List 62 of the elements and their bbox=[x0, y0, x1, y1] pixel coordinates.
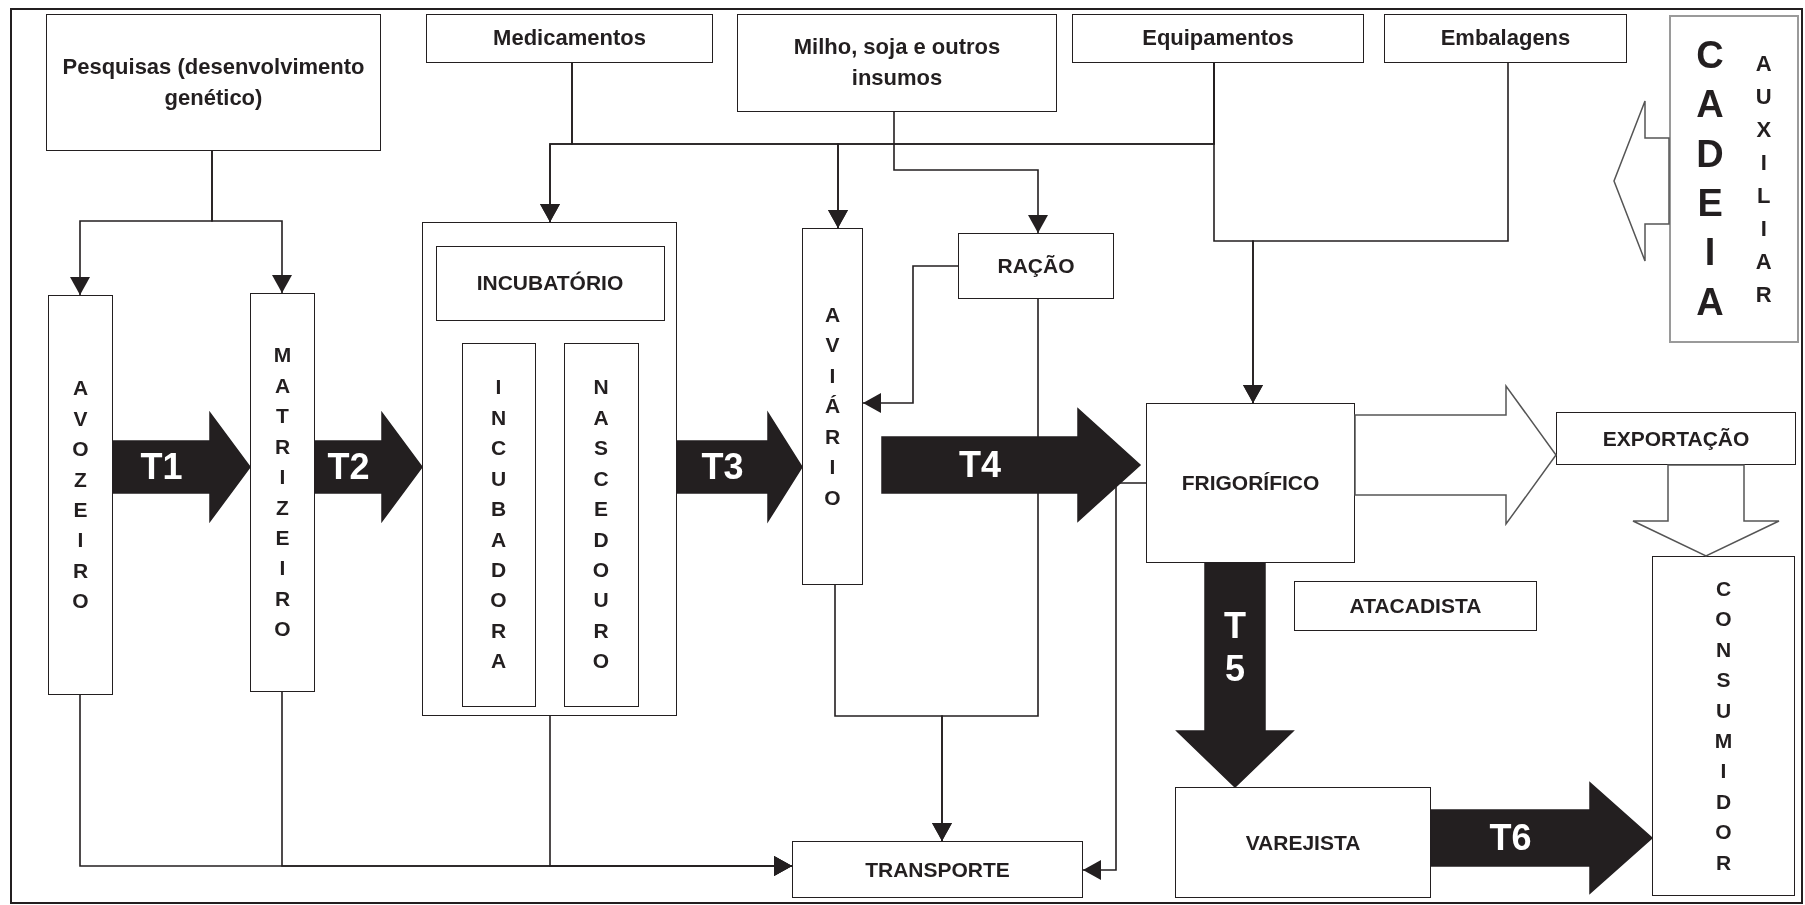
input-box bbox=[1384, 14, 1627, 63]
stage-box bbox=[1175, 787, 1431, 898]
vertical-label: MATRIZEIRO bbox=[273, 342, 292, 643]
connector-arrow bbox=[211, 150, 292, 294]
block-arrow bbox=[112, 410, 251, 524]
box-label: Embalagens bbox=[1439, 24, 1572, 53]
group-box bbox=[422, 222, 677, 716]
connector-arrow bbox=[549, 715, 793, 876]
vertical-label: AVIÁRIO bbox=[824, 301, 841, 511]
hollow-block-arrow bbox=[1613, 100, 1670, 262]
edge-label: T3 bbox=[701, 445, 744, 489]
stage-box bbox=[1652, 556, 1795, 896]
box-label: RAÇÃO bbox=[996, 253, 1076, 280]
connector-arrow bbox=[1082, 482, 1147, 880]
connector-arrow bbox=[893, 111, 1048, 234]
stage-box bbox=[1294, 581, 1537, 631]
box-label: VAREJISTA bbox=[1244, 829, 1362, 856]
vertical-label: NASCEDOURO bbox=[592, 374, 610, 675]
stage-box bbox=[802, 228, 863, 585]
stage-box bbox=[1556, 412, 1796, 465]
side-panel bbox=[1669, 15, 1799, 343]
input-box bbox=[1072, 14, 1364, 63]
vertical-label: INCUBADORA bbox=[490, 374, 507, 675]
box-label: FRIGORÍFICO bbox=[1180, 470, 1321, 497]
block-arrow bbox=[1175, 562, 1295, 789]
edge-label: T5 bbox=[1223, 603, 1247, 691]
input-box bbox=[46, 14, 381, 151]
box-label: Equipamentos bbox=[1141, 24, 1295, 53]
box-label: EXPORTAÇÃO bbox=[1601, 425, 1751, 452]
vertical-label: CADEIA bbox=[1696, 32, 1724, 325]
stage-box bbox=[435, 245, 665, 321]
vertical-label: AUXILIAR bbox=[1755, 50, 1772, 309]
hollow-block-arrow bbox=[1632, 464, 1780, 557]
stage-box bbox=[958, 233, 1114, 299]
block-arrow bbox=[881, 407, 1142, 523]
stage-box bbox=[48, 295, 113, 695]
box-label: INCUBATÓRIO bbox=[475, 270, 625, 297]
stage-box bbox=[1146, 403, 1355, 563]
box-label: Milho, soja e outros insumos bbox=[792, 33, 1002, 92]
edge-label: T4 bbox=[959, 443, 1001, 487]
hollow-block-arrow bbox=[1354, 383, 1557, 527]
stage-box bbox=[563, 342, 639, 707]
connector-arrow bbox=[932, 298, 1039, 842]
box-label: ATACADISTA bbox=[1348, 593, 1483, 620]
stage-box bbox=[461, 342, 536, 707]
box-label: Medicamentos bbox=[492, 24, 647, 53]
stage-box bbox=[250, 293, 315, 692]
edge-label: T2 bbox=[327, 445, 370, 489]
input-box bbox=[426, 14, 713, 63]
vertical-label: CONSUMIDOR bbox=[1714, 575, 1733, 876]
input-box bbox=[737, 14, 1057, 112]
edge-label: T6 bbox=[1489, 816, 1532, 860]
box-label: TRANSPORTE bbox=[864, 856, 1011, 883]
block-arrow bbox=[1430, 781, 1654, 895]
stage-box bbox=[792, 841, 1083, 898]
edge-label: T1 bbox=[140, 445, 183, 489]
box-label: Pesquisas (desenvolvimento genético) bbox=[61, 52, 366, 112]
vertical-label: AVOZEIRO bbox=[72, 375, 89, 615]
connector-arrow bbox=[862, 265, 959, 413]
block-arrow bbox=[314, 410, 423, 524]
connector-arrow bbox=[1243, 62, 1509, 404]
block-arrow bbox=[676, 410, 803, 524]
